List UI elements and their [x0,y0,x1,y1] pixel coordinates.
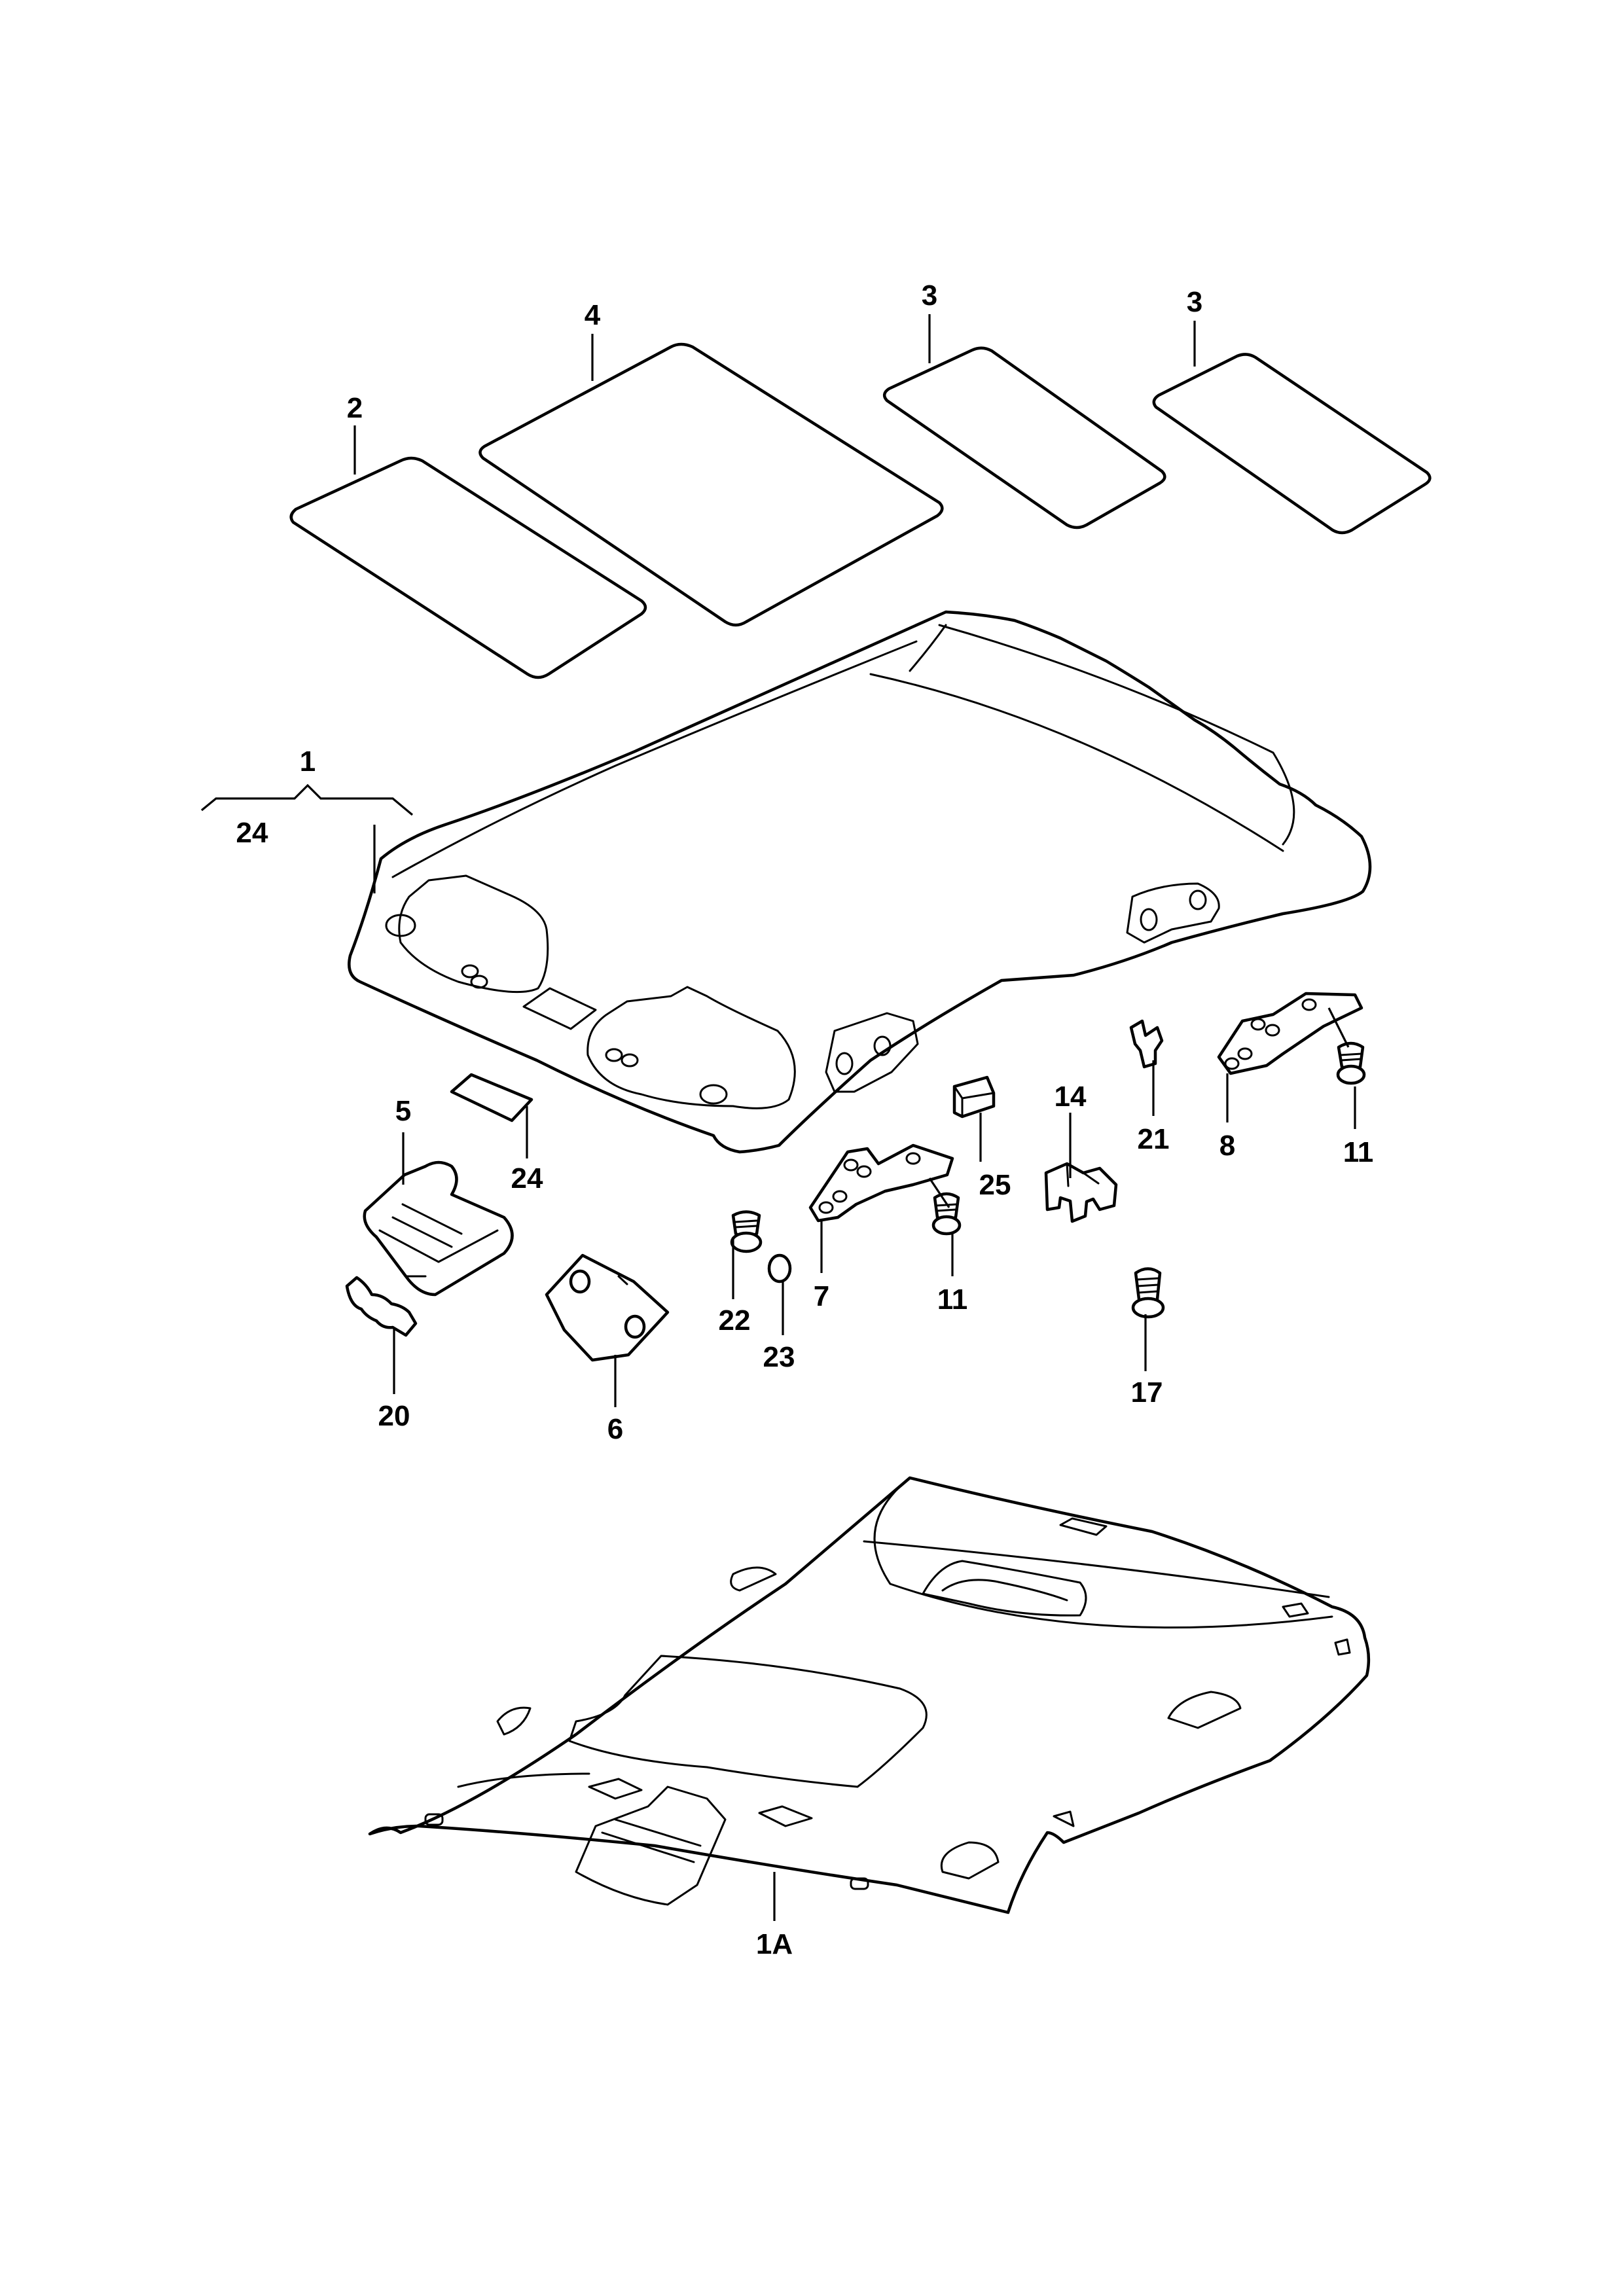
pad-part-24 [450,1073,533,1122]
callout-11-upper: 11 [1343,1136,1374,1168]
callout-24-pad: 24 [511,1162,543,1194]
callout-8: 8 [1219,1130,1235,1162]
screw-part-11-upper [1336,1041,1366,1085]
callout-labels: 2 4 3 3 1 24 5 24 20 6 22 23 7 11 25 14 … [236,279,1374,1960]
bracket-part-7 [808,1143,954,1223]
callout-20: 20 [378,1400,410,1432]
washer-part-23 [767,1253,792,1283]
pad-part-2 [289,456,647,679]
callout-22: 22 [719,1304,751,1336]
callout-14: 14 [1055,1081,1087,1113]
screw-part-22 [730,1210,763,1253]
clip-part-21 [1129,1019,1164,1069]
headliner-part-1A [368,1476,1371,1914]
callout-3-right: 3 [1187,286,1202,318]
clip-part-20 [345,1276,418,1337]
block-part-25 [952,1075,996,1119]
callout-7: 7 [814,1280,829,1312]
screw-part-17 [1131,1267,1165,1319]
callout-24-main: 24 [236,817,268,849]
callout-21: 21 [1138,1123,1170,1155]
pad-part-3-left [882,346,1166,529]
callout-1A: 1A [756,1928,793,1960]
callout-1: 1 [300,745,316,778]
callout-4: 4 [585,299,601,331]
screw-part-11-lower [931,1192,962,1236]
pad-part-3-right [1152,353,1432,535]
mirror-base-part-6 [545,1253,670,1362]
bracket-part-8 [1217,992,1363,1075]
callout-6: 6 [607,1413,623,1445]
callout-25: 25 [979,1169,1011,1201]
clip-part-14 [1044,1162,1118,1223]
pad-part-4 [478,342,944,627]
callout-23: 23 [763,1341,795,1373]
leader-lines [200,314,1356,1921]
sun-visor-part-5 [363,1160,514,1297]
headliner-part-1 [348,610,1372,1154]
callout-3-left: 3 [922,279,937,312]
callout-2: 2 [347,392,363,424]
callout-5: 5 [395,1095,411,1127]
callout-17: 17 [1131,1376,1163,1408]
callout-11-lower: 11 [937,1283,968,1316]
